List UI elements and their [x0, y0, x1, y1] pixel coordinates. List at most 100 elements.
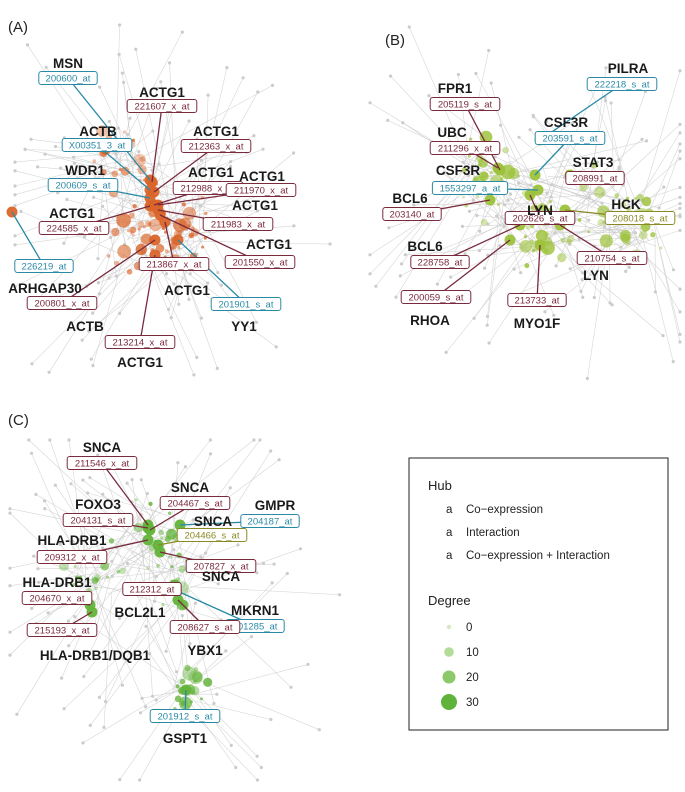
leaf-node — [678, 340, 682, 344]
network-edge — [644, 143, 681, 221]
hub-connector-line — [151, 105, 163, 183]
leaf-node — [489, 81, 493, 85]
leaf-node — [640, 137, 644, 141]
leaf-node — [159, 80, 163, 84]
network-node — [182, 206, 196, 220]
leaf-node — [53, 483, 57, 487]
leaf-node — [471, 198, 475, 202]
probe-box — [400, 290, 472, 304]
leaf-node — [644, 139, 649, 143]
leaf-node — [387, 226, 391, 230]
leaf-node — [427, 94, 431, 98]
legend: Hub a Co−expression a Interaction a Co−e… — [408, 457, 669, 731]
leaf-node — [118, 778, 122, 782]
leaf-node — [487, 48, 491, 53]
network-node — [100, 169, 107, 176]
panel-c-labels: 211546_x_atSNCA204187_atGMPR204467_s_atS… — [21, 440, 300, 746]
leaf-node — [441, 171, 445, 175]
leaf-node — [600, 201, 604, 205]
probe-id: 205119_s_at — [438, 99, 493, 110]
probe-id: 204187_at — [248, 516, 293, 527]
legend-degree-label-10: 10 — [466, 647, 479, 659]
network-edge — [111, 514, 144, 562]
network-edge — [45, 67, 133, 177]
probe-id: 213867_x_at — [147, 259, 202, 270]
leaf-node — [678, 122, 682, 126]
leaf-node — [493, 155, 497, 159]
leaf-node — [15, 712, 19, 716]
leaf-node — [236, 543, 240, 547]
leaf-node — [545, 119, 549, 123]
probe-id: 204670_x_at — [30, 593, 85, 604]
leaf-node — [403, 253, 407, 257]
leaf-node — [407, 25, 411, 29]
leaf-node — [678, 202, 682, 206]
leaf-node — [581, 271, 585, 275]
network-edge — [130, 551, 157, 577]
leaf-node — [139, 478, 143, 482]
leaf-node — [154, 574, 158, 579]
network-edge — [531, 81, 600, 227]
probe-box — [410, 255, 470, 269]
network-node — [77, 579, 81, 583]
network-node — [116, 213, 131, 228]
network-node — [128, 212, 135, 219]
leaf-node — [474, 71, 478, 76]
leaf-node — [96, 453, 100, 457]
gene-symbol: PILRA — [608, 61, 649, 76]
leaf-node — [512, 267, 516, 271]
leaf-node — [550, 183, 554, 187]
network-edge — [90, 579, 146, 707]
leaf-node — [101, 447, 106, 451]
gene-symbol: FPR1 — [438, 81, 473, 96]
gene-symbol: ACTG1 — [139, 85, 185, 100]
probe-box — [180, 139, 252, 153]
leaf-node — [609, 101, 613, 105]
leaf-node — [188, 272, 192, 276]
network-node — [650, 232, 656, 238]
network-node — [137, 221, 145, 228]
network-node — [176, 230, 183, 236]
leaf-node — [193, 601, 197, 605]
hub-connector-line — [67, 77, 151, 181]
hub-connector-line — [101, 462, 149, 526]
network-node — [591, 161, 598, 169]
leaf-node — [80, 338, 84, 342]
leaf-node — [187, 297, 191, 301]
leaf-node — [85, 583, 89, 587]
network-node — [142, 225, 147, 229]
probe-box — [14, 259, 74, 273]
network-node — [91, 576, 99, 584]
leaf-node — [374, 284, 378, 288]
leaf-node — [19, 209, 23, 214]
leaf-node — [653, 290, 658, 294]
gene-symbol: BCL6 — [392, 191, 428, 206]
leaf-node — [502, 224, 506, 228]
leaf-node — [96, 257, 100, 261]
gene-symbol: ACTG1 — [117, 355, 163, 370]
leaf-node — [117, 52, 121, 57]
leaf-node — [172, 282, 176, 286]
probe-box — [586, 77, 658, 91]
leaf-node — [608, 301, 612, 305]
leaf-node — [603, 225, 607, 229]
network-node — [111, 227, 120, 237]
probe-id: 213733_at — [515, 295, 560, 306]
network-node — [170, 565, 174, 569]
network-node — [122, 130, 127, 134]
leaf-node — [401, 121, 405, 125]
leaf-node — [444, 350, 448, 354]
network-node — [106, 254, 111, 258]
leaf-node — [678, 228, 682, 232]
leaf-node — [475, 213, 479, 218]
network-node — [177, 246, 181, 250]
network-node — [108, 538, 115, 544]
leaf-node — [678, 157, 682, 161]
legend-symbol-both: a — [446, 550, 453, 562]
